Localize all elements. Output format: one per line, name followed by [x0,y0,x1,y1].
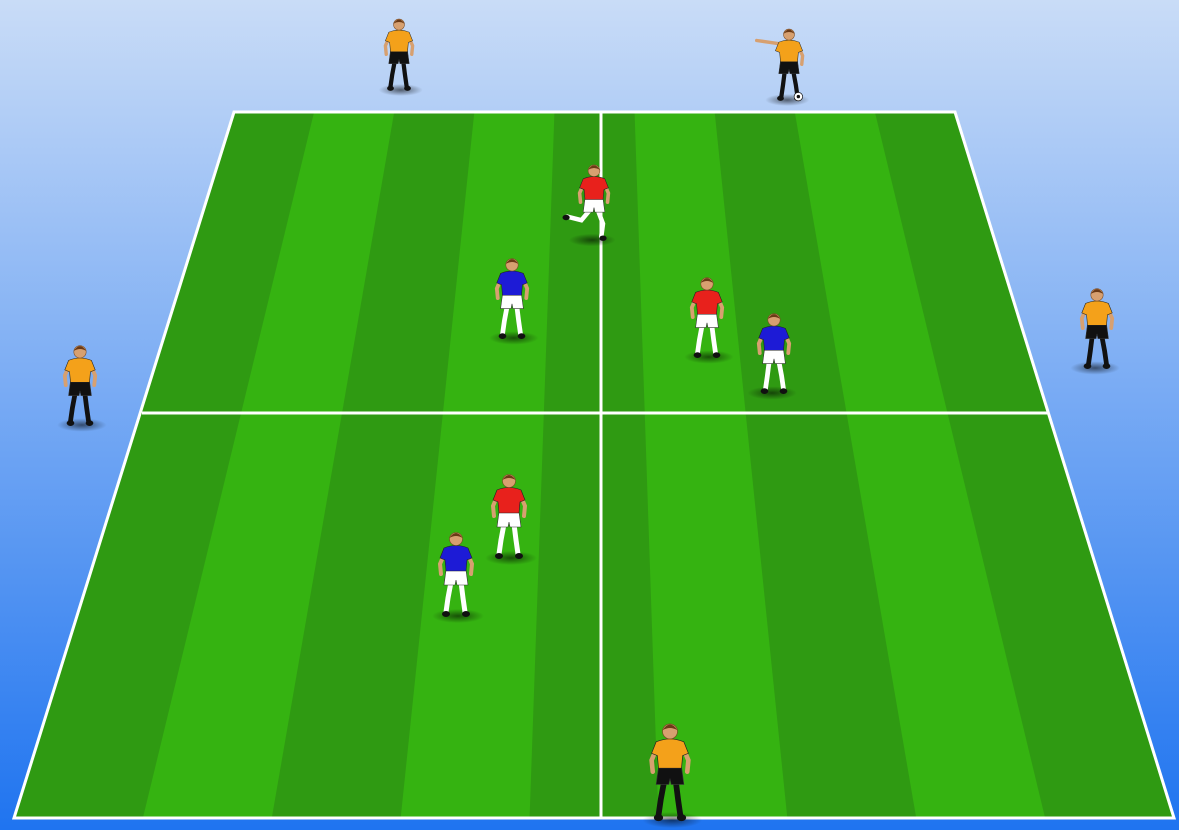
player-boot [713,352,721,358]
player-boot [777,96,784,101]
player-boot [495,553,503,559]
player-boot [563,215,570,220]
player-boot [442,611,450,617]
player-boot [67,420,75,426]
player-shadow [642,812,702,828]
player-boot [86,420,94,426]
soccer-ball-icon [794,92,803,101]
player-boot [599,236,606,241]
player-boot [677,814,686,821]
player-shadow [569,234,616,247]
player-boot [761,388,769,394]
player-shadow [57,418,106,431]
player-boot [1103,363,1111,369]
player-boot [694,352,702,358]
player-boot [462,611,470,617]
player-boot [404,86,411,91]
player-shadow [432,609,484,623]
player-shadow [684,350,733,363]
player-shadow [747,386,796,399]
player-boot [780,388,788,394]
player-shadow [489,331,538,344]
player-shadow [379,84,423,96]
player-boot [499,333,507,339]
player-shadow [485,551,537,565]
player-boot [654,814,663,821]
player-shadow [1070,361,1119,374]
player-boot [515,553,523,559]
player-boot [387,86,394,91]
ball-patch [797,95,800,98]
player-boot [1084,363,1092,369]
player-boot [518,333,526,339]
